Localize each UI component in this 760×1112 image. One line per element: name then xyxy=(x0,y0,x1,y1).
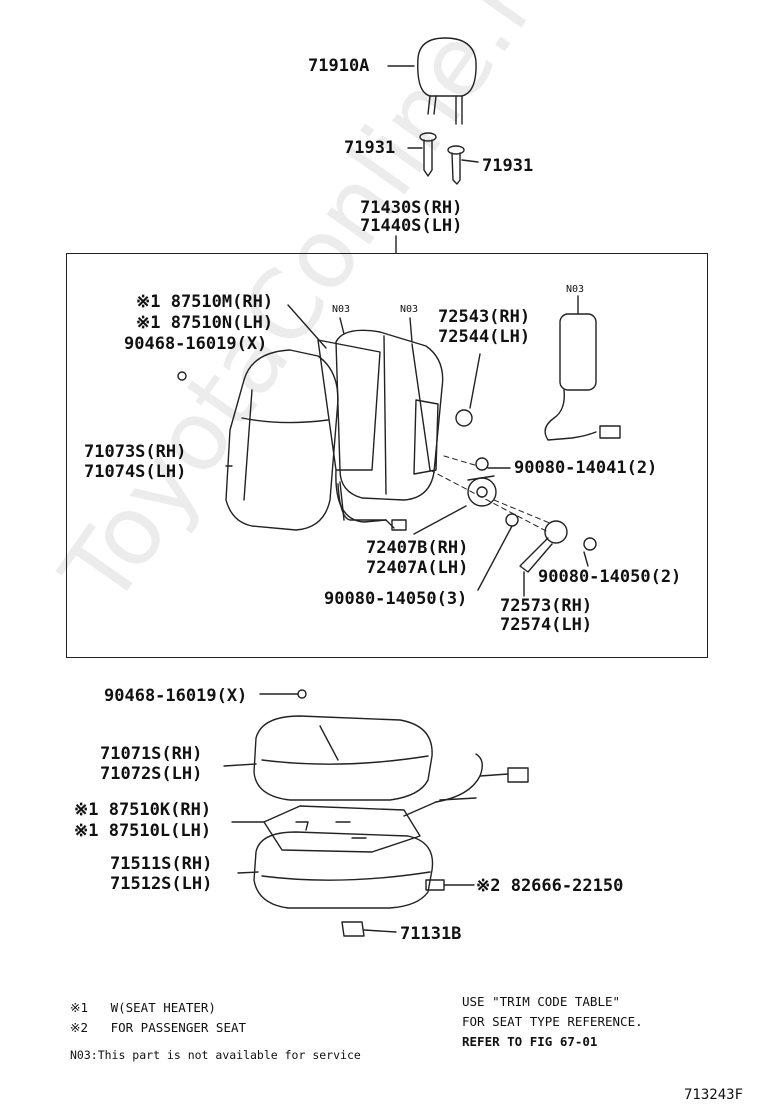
part-label-71511S[interactable]: 71511S(RH) xyxy=(110,854,213,874)
note-seat-heater: ※1 W(SEAT HEATER) xyxy=(70,1000,216,1015)
note-trim-code: USE "TRIM CODE TABLE" xyxy=(462,994,621,1009)
part-label-71931-right[interactable]: 71931 xyxy=(482,156,534,176)
part-label-72544[interactable]: 72544(LH) xyxy=(438,327,531,347)
part-label-71931-left[interactable]: 71931 xyxy=(344,138,396,158)
part-label-71512S[interactable]: 71512S(LH) xyxy=(110,874,213,894)
recliner-icon xyxy=(467,475,497,507)
part-label-71074S[interactable]: 71074S(LH) xyxy=(84,462,187,482)
leader-71511 xyxy=(237,871,259,874)
part-label-90080-14041[interactable]: 90080-14041(2) xyxy=(514,458,658,478)
part-label-87510N[interactable]: ※1 87510N(LH) xyxy=(136,313,274,333)
leader-n03-b xyxy=(409,317,413,343)
leader-71071 xyxy=(223,763,257,767)
seatback-frame-icon xyxy=(335,329,444,501)
leader-71131 xyxy=(363,929,397,933)
part-label-82666[interactable]: ※2 82666-22150 xyxy=(476,876,624,896)
connector-icon xyxy=(391,519,407,531)
note-seat-type: FOR SEAT TYPE REFERENCE. xyxy=(462,1014,643,1029)
lumbar-knob-icon xyxy=(455,409,473,427)
n03-tag: N03 xyxy=(332,304,351,315)
part-label-71910A[interactable]: 71910A xyxy=(308,56,370,76)
note-n03: N03:This part is not available for servi… xyxy=(70,1048,361,1062)
part-label-72573[interactable]: 72573(RH) xyxy=(500,596,593,616)
cushion-pad-icon xyxy=(253,831,434,909)
part-label-71071S[interactable]: 71071S(RH) xyxy=(100,744,203,764)
recliner-cover-icon xyxy=(519,520,568,573)
part-label-90468-top[interactable]: 90468-16019(X) xyxy=(124,334,268,354)
hook-icon xyxy=(341,921,365,937)
figure-id: 713243F xyxy=(684,1087,744,1103)
headrest-icon xyxy=(417,37,477,125)
part-label-71440S[interactable]: 71440S(LH) xyxy=(360,216,463,236)
cushion-cover-icon xyxy=(253,715,433,801)
part-label-71131B[interactable]: 71131B xyxy=(400,924,462,944)
leader-72407 xyxy=(413,505,467,535)
part-label-90080-14050-3[interactable]: 90080-14050(3) xyxy=(324,589,468,609)
part-label-72407B[interactable]: 72407B(RH) xyxy=(366,538,469,558)
heater-wire-icon xyxy=(337,483,395,529)
cushion-heater-icon xyxy=(263,801,437,853)
part-label-90468-bottom[interactable]: 90468-16019(X) xyxy=(104,686,248,706)
part-label-72574[interactable]: 72574(LH) xyxy=(500,615,593,635)
seatback-cover-icon xyxy=(225,349,339,531)
side-airbag-icon xyxy=(544,313,621,441)
note-refer-fig[interactable]: REFER TO FIG 67-01 xyxy=(462,1034,598,1049)
cushion-wire-icon xyxy=(435,753,529,803)
part-label-72543[interactable]: 72543(RH) xyxy=(438,307,531,327)
leader-90080-14050b xyxy=(583,551,589,567)
n03-tag: N03 xyxy=(400,304,419,315)
seatback-group-frame xyxy=(66,253,708,658)
part-label-87510M[interactable]: ※1 87510M(RH) xyxy=(136,292,274,312)
clip-icon xyxy=(177,371,187,381)
leader-72543 xyxy=(469,353,481,409)
part-label-87510L[interactable]: ※1 87510L(LH) xyxy=(74,821,212,841)
headrest-guide-icon xyxy=(419,132,465,185)
part-label-71073S[interactable]: 71073S(RH) xyxy=(84,442,187,462)
note-passenger-seat: ※2 FOR PASSENGER SEAT xyxy=(70,1020,247,1035)
part-label-72407A[interactable]: 72407A(LH) xyxy=(366,558,469,578)
part-label-90080-14050-2[interactable]: 90080-14050(2) xyxy=(538,567,682,587)
seatback-heater-icon xyxy=(317,339,387,523)
leader-71931b xyxy=(461,159,479,163)
leader-n03-a xyxy=(339,317,345,335)
bolt-icon xyxy=(475,457,597,551)
part-label-71430S[interactable]: 71430S(RH) xyxy=(360,198,463,218)
n03-tag: N03 xyxy=(566,284,585,295)
leader-87510 xyxy=(287,304,327,349)
leader-90080-14050a xyxy=(477,525,513,591)
clip-icon xyxy=(297,689,307,699)
part-label-87510K[interactable]: ※1 87510K(RH) xyxy=(74,800,212,820)
part-label-71072S[interactable]: 71072S(LH) xyxy=(100,764,203,784)
